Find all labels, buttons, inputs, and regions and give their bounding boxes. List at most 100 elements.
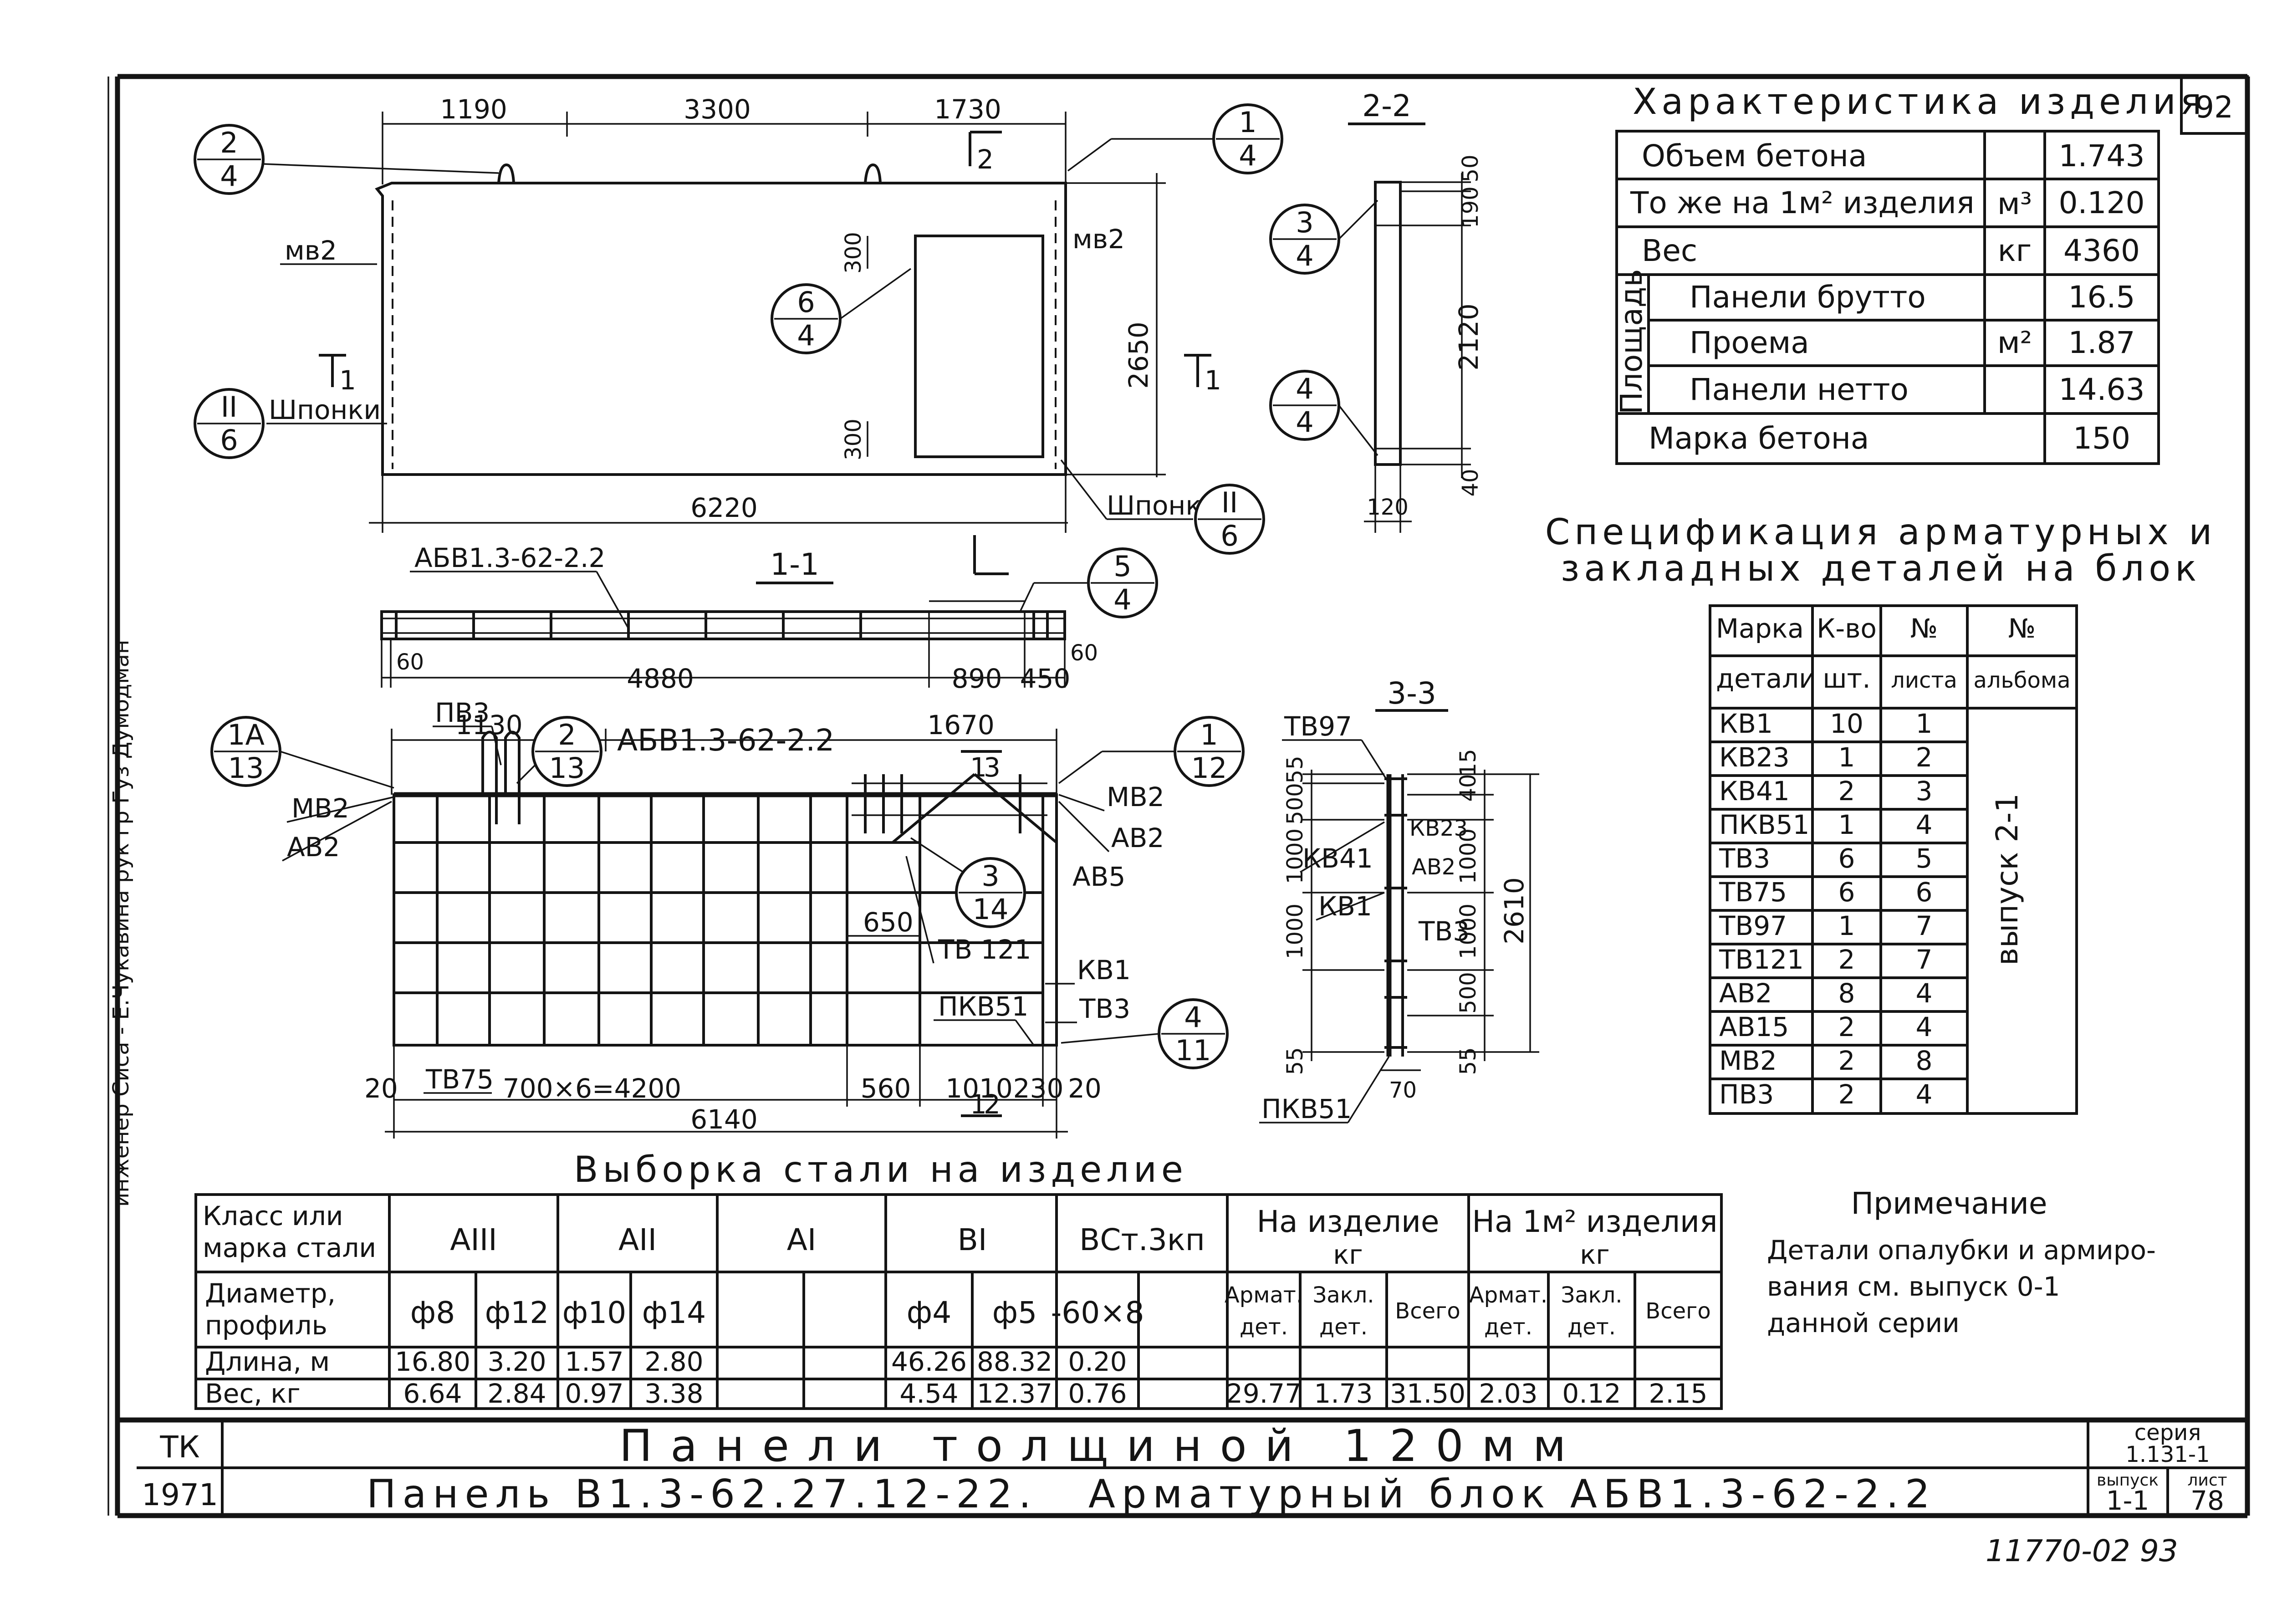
section-1-1-dim-4880: 4880 — [627, 663, 694, 694]
steel-m2-zakl: 0.12 — [1562, 1378, 1621, 1409]
steel-row-diam-1: Диаметр, — [205, 1278, 336, 1309]
elev-cut-2: 2 — [977, 144, 994, 175]
section-3-3-dim-70: 70 — [1389, 1078, 1417, 1103]
reinforcement-block: АБВ1.3-62-2.2 — [210, 697, 1245, 1139]
steel-col-length: 1.57 — [565, 1346, 623, 1377]
spec-row-sheet: 8 — [1916, 1045, 1933, 1076]
note: Примечание Детали опалубки и армиро- ван… — [1767, 1186, 2156, 1338]
svg-text:1: 1 — [970, 1089, 987, 1120]
section-3-3-dim-r-500: 500 — [1455, 972, 1481, 1014]
section-2-2-title: 2-2 — [1362, 88, 1411, 123]
spec-row-sheet: 4 — [1916, 1079, 1933, 1110]
elev-dim-top-2: 3300 — [684, 94, 751, 125]
svg-text:12: 12 — [1191, 751, 1227, 785]
title-subtitle-left: Панель В1.3-62.27.12-22. — [367, 1471, 1037, 1517]
steel-group-VSt3kp: ВСт.3кп — [1079, 1222, 1205, 1257]
title-sheet-label: лист — [2187, 1471, 2227, 1490]
steel-per-item-2: кг — [1333, 1239, 1363, 1270]
section-3-3-dim-l-500: 500 — [1282, 783, 1308, 825]
spec-title-1: Спецификация арматурных и — [1545, 512, 2216, 553]
steel-m2-total: 2.15 — [1649, 1378, 1707, 1409]
note-title: Примечание — [1851, 1186, 2047, 1221]
block-dim-700x6: 700×6=4200 — [503, 1073, 681, 1104]
section-1-1: 1-1 АБВ1.3-62-2.2 60 4880 — [380, 535, 1158, 694]
svg-text:4: 4 — [1184, 1001, 1202, 1034]
spec-row-sheet: 5 — [1916, 843, 1933, 874]
char-value-per-m2: 0.120 — [2059, 185, 2145, 220]
block-label-av5: АВ5 — [1072, 861, 1125, 892]
elev-dim-300b: 300 — [841, 419, 866, 460]
char-label-volume: Объем бетона — [1642, 138, 1867, 174]
svg-text:14: 14 — [973, 893, 1009, 926]
spec-row-mark: МВ2 — [1719, 1045, 1777, 1076]
steel-sub-zakl-2: дет. — [1319, 1314, 1368, 1340]
spec-row-mark: ТВ121 — [1719, 944, 1804, 975]
steel-sub-m2-zakl-1: Закл. — [1561, 1282, 1622, 1308]
svg-text:3: 3 — [984, 752, 1001, 783]
block-label-av2-left: АВ2 — [287, 832, 340, 863]
steel-m2-armat: 2.03 — [1479, 1378, 1537, 1409]
section-2-2-dim-190: 190 — [1458, 186, 1483, 228]
cut-mark-1-1-left: 1 — [319, 354, 356, 396]
steel-col-profile: ф4 — [907, 1295, 951, 1330]
section-1-1-dim-450: 450 — [1020, 663, 1071, 694]
steel-col-length: 3.20 — [487, 1346, 546, 1377]
steel-col-weight: 4.54 — [899, 1378, 958, 1409]
section-1-1-title: 1-1 — [770, 547, 819, 582]
section-3-3-dim-r-1000b: 1000 — [1455, 904, 1481, 959]
balloon-block-4-11: 4 11 — [1061, 998, 1229, 1069]
left-stamp: инженер Сиса - Е.Чукавина рук гр Гуз Дум… — [108, 640, 134, 1207]
spec-row-qty: 2 — [1838, 1079, 1855, 1110]
balloon-section-2-2-3-4: 3 4 — [1269, 199, 1378, 275]
steel-sub-m2-armat-1: Армат. — [1469, 1282, 1547, 1308]
char-value-opening: 1.87 — [2068, 325, 2135, 360]
steel-sub-total: Всего — [1395, 1298, 1460, 1324]
block-dim-1670: 1670 — [927, 710, 995, 741]
svg-text:4: 4 — [797, 319, 815, 352]
note-line-1: Детали опалубки и армиро- — [1767, 1235, 2156, 1266]
steel-col-profile: ф14 — [642, 1295, 706, 1330]
spec-row-sheet: 4 — [1916, 809, 1933, 840]
elev-dim-300a: 300 — [841, 232, 866, 274]
spec-row-qty: 2 — [1838, 776, 1855, 807]
elev-dim-top-1: 1190 — [440, 94, 507, 125]
block-cut-3-bottom: 1 2 — [961, 1089, 1002, 1120]
steel-sub-m2-zakl-2: дет. — [1567, 1314, 1616, 1340]
steel-per-m2-1: На 1м² изделия — [1472, 1204, 1717, 1239]
spec-row-qty: 10 — [1830, 708, 1863, 739]
section-1-1-dim-60a: 60 — [396, 649, 424, 675]
section-2-2-dim-120: 120 — [1367, 495, 1409, 520]
sheet-frame — [107, 74, 2250, 1518]
title-issue-value: 1-1 — [2106, 1485, 2149, 1516]
spec-row-mark: ТВ3 — [1719, 843, 1770, 874]
section-1-1-ticks — [395, 612, 1049, 639]
elev-dim-bottom: 6220 — [690, 492, 758, 523]
steel-class-label-1: Класс или — [203, 1200, 343, 1231]
spec-row-sheet: 7 — [1916, 910, 1933, 941]
section-3-3-dim-r-40: 40 — [1455, 774, 1481, 802]
spec-row-mark: ПВ3 — [1719, 1079, 1774, 1110]
svg-text:4: 4 — [1296, 239, 1313, 272]
spec-album-value: выпуск 2-1 — [1990, 793, 2025, 965]
section-2-2-dim-50: 50 — [1458, 154, 1483, 182]
block-horizontals — [394, 841, 1043, 994]
note-line-3: данной серии — [1767, 1307, 1960, 1338]
svg-text:II: II — [221, 390, 238, 424]
steel-columns: ф816.806.64ф123.202.84ф101.570.97ф142.80… — [395, 1295, 1144, 1409]
spec-h-sheet-2: листа — [1891, 668, 1957, 693]
spec-h-album-2: альбома — [1974, 668, 2071, 693]
spec-row-sheet: 4 — [1916, 1011, 1933, 1042]
steel-col-length: 2.80 — [644, 1346, 703, 1377]
char-unit-m2: м² — [1997, 325, 2032, 360]
sheet-number: 92 — [2195, 90, 2233, 125]
steel-total-armat: 29.77 — [1226, 1378, 1302, 1409]
balloon-block-2-13: 2 13 — [516, 716, 602, 787]
section-3-3-dim-l-55a: 55 — [1282, 756, 1308, 783]
section-3-3-dim-l-1000b: 1000 — [1282, 904, 1308, 959]
char-unit-m3: м³ — [1997, 186, 2032, 221]
block-dim-20-left: 20 — [364, 1073, 398, 1104]
section-3-3-ties — [1384, 777, 1407, 1049]
title-issue-label: выпуск — [2097, 1471, 2159, 1490]
steel-total-all: 31.50 — [1390, 1378, 1465, 1409]
